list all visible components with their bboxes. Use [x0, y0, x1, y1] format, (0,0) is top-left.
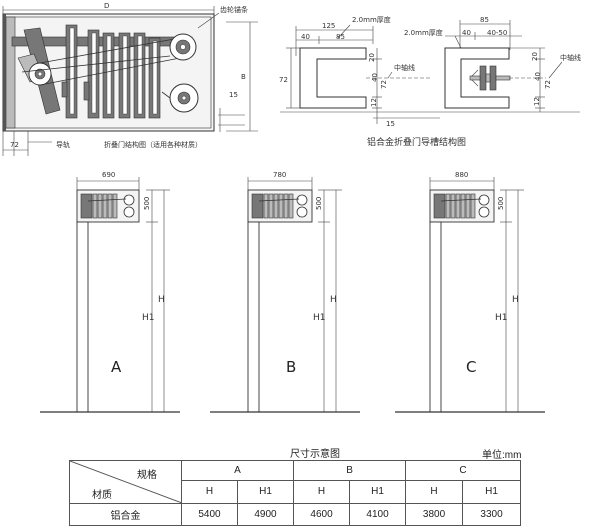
dim-d-label: D: [104, 2, 109, 10]
door-b-label: B: [286, 358, 296, 376]
dim-20-right: 20: [531, 52, 539, 61]
corner-spec-label: 规格: [137, 470, 157, 481]
folding-slats: [65, 24, 161, 119]
value-cell-b-h1: 4100: [349, 502, 407, 527]
door-elevation-a: 690 500 H1 H A: [40, 171, 180, 413]
axis-label-left: 中轴线: [394, 63, 415, 72]
subheader-c-h1: H1: [462, 480, 522, 504]
corner-material-label: 材质: [92, 490, 112, 501]
dim-15-label: 15: [229, 91, 238, 99]
subheader-c-h: H: [405, 480, 464, 504]
door-a-label: A: [111, 358, 122, 376]
dim-40b: 40: [371, 73, 379, 82]
door-a-width: 690: [102, 171, 115, 179]
subheader-b-h: H: [293, 480, 351, 504]
dim-b-label: B: [241, 73, 246, 81]
table-title: 尺寸示意图: [290, 449, 340, 460]
value-cell-b-h: 4600: [293, 502, 351, 527]
dim-85-right: 85: [480, 16, 489, 24]
material-cell: 铝合金: [69, 502, 182, 527]
structure-caption: 折叠门结构图（适用各种材质）: [104, 140, 202, 149]
door-a-h: H: [158, 295, 165, 305]
table-header-row-groups: 规格 材质 A B C: [69, 459, 522, 504]
door-a-h1: H1: [142, 313, 155, 323]
dim-72-right: 72: [380, 80, 388, 89]
table-corner-cell: 规格 材质: [69, 460, 182, 504]
door-c-h: H: [512, 295, 519, 305]
dim-85: 85: [336, 33, 345, 41]
door-b-head: 500: [315, 197, 323, 210]
unit-label: 单位:mm: [482, 450, 522, 461]
channel-caption: 铝合金折叠门导槽结构图: [367, 136, 466, 148]
door-a-head: 500: [143, 197, 151, 210]
subheader-a-h1: H1: [236, 480, 295, 504]
dim-12-right: 12: [533, 97, 541, 106]
subheader-a-h: H: [181, 480, 238, 504]
door-c-label: C: [466, 358, 476, 376]
group-header-b: B: [293, 459, 407, 482]
dimension-table: 规格 材质 A B C H H1 H H1 H H1 铝合金 5400 4900…: [69, 459, 522, 527]
door-c-h1: H1: [495, 313, 508, 323]
table-row: 铝合金 5400 4900 4600 4100 3800 3300: [69, 502, 522, 527]
axis-label-right: 中轴线: [560, 53, 581, 62]
dim-40: 40: [301, 33, 310, 41]
dim-15-left: 15: [386, 120, 395, 128]
dim-4050: 40-50: [487, 29, 507, 37]
door-b-h1: H1: [313, 313, 326, 323]
value-cell-c-h: 3800: [405, 502, 464, 527]
dim-40b-right: 40: [534, 72, 542, 81]
value-cell-a-h: 5400: [181, 502, 238, 527]
channel-profile-right: 2.0mm厚度 85 40 40-50 中轴线 20 40 12: [404, 16, 581, 113]
dim-40-right: 40: [462, 29, 471, 37]
door-b-width: 780: [273, 171, 286, 179]
door-c-head: 500: [497, 197, 505, 210]
value-cell-c-h1: 3300: [462, 502, 522, 527]
dim-72-right-b: 72: [544, 80, 552, 89]
group-header-a: A: [180, 459, 295, 482]
dim-125: 125: [322, 22, 335, 30]
corner-diagonal: [70, 461, 182, 503]
door-elevation-c: 880 500 H1 H C: [395, 171, 545, 413]
dim-20: 20: [368, 53, 376, 62]
dim-72-left: 72: [279, 76, 288, 84]
door-c-width: 880: [455, 171, 468, 179]
value-cell-a-h1: 4900: [236, 502, 295, 527]
folding-door-structure-drawing: D: [2, 2, 258, 156]
rail-label: 导轨: [56, 140, 70, 149]
subheader-b-h1: H1: [349, 480, 407, 504]
dim-72-label: 72: [10, 141, 19, 149]
thickness-label-left: 2.0mm厚度: [352, 15, 391, 24]
thickness-label-right: 2.0mm厚度: [404, 28, 443, 37]
door-elevation-b: 780 500 H1 H B: [210, 171, 360, 413]
dim-12: 12: [370, 98, 378, 107]
group-header-c: C: [405, 459, 522, 482]
channel-profile-left: 2.0mm厚度 125 40 85 72 20 40 12 72 中轴线: [279, 15, 466, 148]
gear-anchor-label: 齿轮锚条: [220, 5, 248, 14]
door-b-h: H: [330, 295, 337, 305]
